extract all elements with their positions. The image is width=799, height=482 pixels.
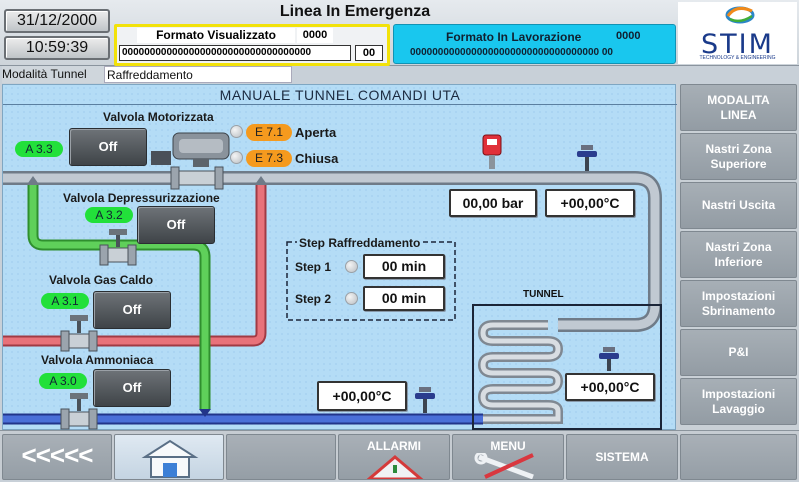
- empty-footer-right-button[interactable]: [680, 434, 797, 480]
- motorized-valve-label: Valvola Motorizzata: [103, 110, 214, 124]
- ammoniaca-valve-button[interactable]: Off: [93, 369, 171, 407]
- chiusa-input-tag: E 7.3: [246, 150, 292, 167]
- formato-lavorazione-panel: Formato In Lavorazione 0000 000000000000…: [393, 24, 676, 64]
- ammoniaca-valve-label: Valvola Ammoniaca: [41, 353, 154, 367]
- nav-nastri-uscita[interactable]: Nastri Uscita: [680, 182, 797, 229]
- side-nav: MODALITA LINEA Nastri Zona Superiore Nas…: [678, 84, 799, 430]
- stim-logo: STIM TECHNOLOGY & ENGINEERING: [678, 2, 797, 64]
- nav-nastri-zona-inferiore[interactable]: Nastri Zona Inferiore: [680, 231, 797, 278]
- pressure-reading: 00,00 bar: [449, 189, 537, 217]
- logo-text: STIM: [701, 29, 774, 60]
- mode-value: Raffreddamento: [104, 66, 292, 83]
- formato-visualizzato-label: Formato Visualizzato: [137, 28, 295, 43]
- nav-modalita-linea-label: MODALITA LINEA: [707, 92, 770, 122]
- chiusa-indicator: [230, 151, 243, 164]
- nav-impostazioni-lavaggio[interactable]: Impostazioni Lavaggio: [680, 378, 797, 425]
- tools-icon: [474, 453, 534, 479]
- nav-p-and-i-label: P&I: [728, 345, 749, 359]
- depressurization-valve-output-tag: A 3.2: [85, 207, 133, 223]
- home-icon: [141, 439, 199, 478]
- ammoniaca-valve-icon: [60, 393, 98, 430]
- sistema-button[interactable]: SISTEMA: [566, 434, 678, 480]
- tunnel-label: TUNNEL: [523, 289, 564, 300]
- time-display: 10:59:39: [4, 36, 110, 60]
- temperature-probe-icon: [415, 387, 435, 413]
- step-title: Step Raffreddamento: [297, 236, 423, 250]
- allarmi-button[interactable]: ALLARMI: [338, 434, 450, 480]
- step1-input[interactable]: 00 min: [363, 254, 445, 279]
- temperature-probe-icon: [577, 145, 597, 171]
- empty-footer-button[interactable]: [226, 434, 336, 480]
- motorized-valve-button[interactable]: Off: [69, 128, 147, 166]
- temperature-probe-icon: [599, 347, 619, 371]
- nav-impostazioni-sbrinamento[interactable]: Impostazioni Sbrinamento: [680, 280, 797, 327]
- nav-modalita-linea[interactable]: MODALITA LINEA: [680, 84, 797, 131]
- pressure-sensor-icon: [482, 134, 502, 169]
- depressurization-valve-label: Valvola Depressurizzazione: [63, 191, 220, 205]
- step1-indicator: [345, 260, 358, 273]
- nav-nastri-zona-superiore[interactable]: Nastri Zona Superiore: [680, 133, 797, 180]
- page-title: MANUALE TUNNEL COMANDI UTA: [219, 87, 461, 103]
- formato-visualizzato-value[interactable]: 0000000000000000000000000000000000: [119, 45, 351, 61]
- formato-visualizzato-code: 0000: [297, 28, 333, 43]
- depressurization-valve-button[interactable]: Off: [137, 206, 215, 244]
- arrow-down-icon: [199, 409, 211, 417]
- formato-visualizzato-suffix[interactable]: 00: [355, 45, 383, 61]
- menu-button[interactable]: MENU: [452, 434, 564, 480]
- nav-impostazioni-lavaggio-label: Impostazioni Lavaggio: [701, 386, 776, 416]
- nav-impostazioni-sbrinamento-label: Impostazioni Sbrinamento: [701, 288, 776, 318]
- nav-nastri-uscita-label: Nastri Uscita: [701, 198, 776, 212]
- formato-visualizzato-panel[interactable]: Formato Visualizzato 0000 00000000000000…: [114, 24, 390, 66]
- gas-caldo-valve-icon: [60, 315, 98, 352]
- footer-bar: <<<<< ALLARMI MENU SISTEMA: [0, 430, 799, 480]
- aperta-label: Aperta: [295, 125, 337, 140]
- alarm-warning-icon: [366, 455, 424, 479]
- nav-nastri-zona-superiore-label: Nastri Zona Superiore: [705, 141, 772, 171]
- temperature-top-reading: +00,00°C: [545, 189, 635, 217]
- motorized-valve-output-tag: A 3.3: [15, 141, 63, 157]
- mode-label: Modalità Tunnel: [2, 66, 104, 83]
- step2-indicator: [345, 292, 358, 305]
- home-button[interactable]: [114, 434, 224, 480]
- chiusa-label: Chiusa: [295, 151, 339, 166]
- formato-lavorazione-label: Formato In Lavorazione: [446, 30, 582, 44]
- title-divider: [3, 104, 677, 105]
- arrow-up-icon: [28, 176, 38, 183]
- nav-nastri-zona-inferiore-label: Nastri Zona Inferiore: [705, 239, 772, 269]
- date-display: 31/12/2000: [4, 9, 110, 33]
- line-status-title: Linea In Emergenza: [279, 3, 431, 20]
- nav-p-and-i[interactable]: P&I: [680, 329, 797, 376]
- formato-lavorazione-code: 0000: [616, 30, 641, 42]
- temperature-bottom-reading: +00,00°C: [317, 381, 407, 411]
- temperature-tunnel-reading: +00,00°C: [565, 373, 655, 401]
- stim-logo-mark-icon: [725, 6, 755, 24]
- gas-caldo-valve-label: Valvola Gas Caldo: [49, 273, 154, 287]
- step2-label: Step 2: [295, 292, 332, 306]
- step2-input[interactable]: 00 min: [363, 286, 445, 311]
- back-button[interactable]: <<<<<: [2, 434, 112, 480]
- aperta-indicator: [230, 125, 243, 138]
- ammoniaca-valve-output-tag: A 3.0: [39, 373, 87, 389]
- gas-caldo-valve-button[interactable]: Off: [93, 291, 171, 329]
- logo-tagline: TECHNOLOGY & ENGINEERING: [699, 55, 776, 61]
- formato-lavorazione-value: 0000000000000000000000000000000000 00: [410, 47, 613, 58]
- header-bar: 31/12/2000 10:59:39 Linea In Emergenza F…: [0, 0, 799, 66]
- main-panel: MANUALE TUNNEL COMANDI UTA: [2, 84, 677, 430]
- allarmi-label: ALLARMI: [367, 439, 421, 453]
- depressurization-valve-icon: [99, 229, 137, 266]
- piping-diagram: [3, 132, 662, 430]
- motorized-valve-icon: [151, 132, 230, 190]
- step1-label: Step 1: [295, 260, 332, 274]
- menu-label: MENU: [490, 439, 526, 453]
- tunnel-frame: [472, 304, 662, 430]
- aperta-input-tag: E 7.1: [246, 124, 292, 141]
- gas-caldo-valve-output-tag: A 3.1: [41, 293, 89, 309]
- arrow-up-icon: [256, 176, 266, 183]
